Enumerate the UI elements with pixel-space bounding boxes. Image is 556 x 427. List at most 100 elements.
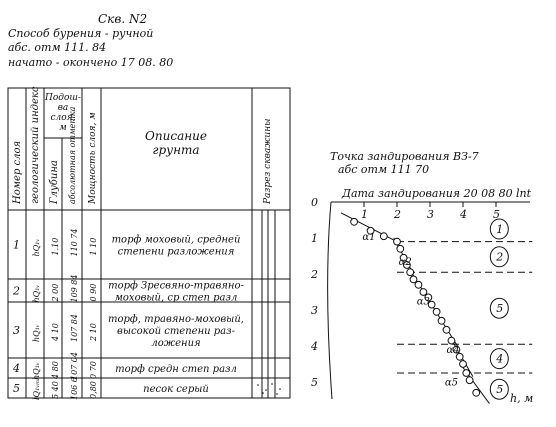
layer-marker: [489, 246, 509, 268]
drilling-method: Способ бурения - ручной: [8, 26, 154, 40]
alpha-label: α4: [447, 345, 460, 356]
drilling-dates: начато - окончено 17 08. 80: [8, 55, 174, 69]
cell-geo-index: hQ₁ᵥ: [32, 285, 41, 303]
sounding-point: [432, 307, 441, 316]
borehole-elevation: абс. отм 111. 84: [8, 41, 107, 54]
sounding-point: [419, 288, 428, 296]
sounding-elevation: абс отм 111 70: [338, 163, 430, 176]
sounding-point: [406, 268, 415, 277]
y-axis-line: [327, 201, 333, 400]
sounding-point: [399, 253, 408, 262]
col-geo-index: геологический индекс: [30, 86, 41, 204]
y-tick-label: 4: [310, 340, 318, 353]
cell-description: торф моховый, средней: [112, 235, 241, 246]
sounding-header: Точка зандирования ВЗ-7 абс отм 111 70: [330, 150, 479, 176]
alpha-label: α1: [362, 232, 375, 243]
alpha-label: α2: [399, 257, 412, 268]
layer-marker-label: 5: [496, 383, 503, 396]
cell-geo-index: hQ₁ᵥ: [32, 324, 41, 342]
cell-layer-no: 3: [13, 324, 20, 337]
layer-marker-label: 1: [496, 223, 503, 236]
layer-marker-label: 4: [495, 353, 503, 366]
col-thickness: Мощность слоя, м: [88, 112, 98, 205]
x-tick-label: 2: [393, 208, 401, 221]
sounding-point: [350, 217, 359, 226]
sounding-point: [379, 232, 388, 241]
layer-marker-label: 5: [496, 302, 503, 315]
cell-description: песок серый: [143, 384, 209, 395]
alpha-label: α5: [445, 378, 458, 389]
cell-thickness: 0 70: [89, 361, 98, 379]
borehole-title: Скв. N2: [98, 12, 148, 26]
sounding-point: [393, 237, 401, 246]
col-section: Разрез скважины: [263, 119, 273, 206]
sounding-point: [447, 336, 456, 345]
cell-abs-mark: 110 74: [70, 229, 79, 257]
layer-marker-label: 2: [495, 251, 503, 264]
alpha-label: α3: [417, 297, 430, 308]
borehole-header: Скв. N2 Способ бурения - ручной абс. отм…: [8, 12, 173, 70]
sounding-point: [442, 325, 451, 334]
y-tick-label: 0: [311, 196, 318, 209]
sounding-point: [409, 275, 418, 284]
cell-abs-mark: 106 6: [70, 377, 79, 400]
x-tick-label: 3: [427, 208, 434, 221]
y-tick-label: 3: [311, 304, 318, 317]
cell-layer-no: 1: [13, 239, 20, 252]
cell-depth: 5 40: [51, 381, 60, 399]
y-tick-label: 2: [310, 268, 318, 281]
cell-description: ложения: [151, 338, 200, 349]
sounding-point: [472, 388, 481, 397]
y-tick-label: 5: [311, 376, 318, 389]
cell-geo-index: hQ₁ᵥ: [32, 239, 41, 257]
sounding-point: [465, 376, 474, 385]
col-layer-no: Номер слоя: [12, 141, 23, 205]
cell-abs-mark: 107 84: [70, 314, 79, 342]
sounding-point: [403, 261, 411, 269]
sounding-point: [366, 226, 375, 235]
cell-abs-mark: 107 04: [70, 352, 79, 380]
cell-description: торф, травяно-моховый,: [108, 314, 244, 325]
cell-layer-no: 4: [12, 362, 20, 375]
cell-description: степени разложения: [118, 247, 235, 258]
cell-abs-mark: 109 84: [70, 275, 79, 303]
borehole-log-table: Номер слоя геологический индекс Подош-ва…: [7, 86, 291, 400]
x-tick-label: 5: [493, 208, 500, 221]
sounding-point: [424, 293, 433, 302]
sounding-point: [414, 280, 423, 289]
cell-thickness: 1 10: [89, 238, 98, 256]
cell-description: торф Зресвяно-травяно-: [108, 281, 244, 292]
cell-layer-no: 5: [13, 382, 20, 395]
layer-marker: [489, 297, 509, 319]
x-axis-label: lnt: [516, 187, 532, 200]
x-tick-label: 1: [361, 208, 368, 221]
layer-marker: [489, 378, 509, 400]
cell-depth: 4 80: [51, 361, 60, 380]
cell-description: моховый, ср степ разл: [115, 293, 238, 304]
x-tick-label: 4: [459, 208, 467, 221]
cell-layer-no: 2: [12, 285, 20, 298]
sounding-point: [459, 360, 467, 368]
y-tick-label: 1: [311, 232, 318, 245]
sounding-point: [455, 352, 464, 361]
sounding-point: [427, 300, 436, 309]
cell-thickness: 0 90: [89, 284, 98, 302]
layer-marker: [489, 218, 509, 240]
col-depth: Глубина: [49, 160, 60, 205]
sounding-point: [437, 316, 446, 325]
cell-description: торф средн степ разл: [115, 364, 237, 375]
sounding-point: [396, 244, 405, 253]
sounding-point: [452, 345, 461, 354]
cell-thickness: 2 10: [89, 323, 98, 342]
sounding-title: Точка зандирования ВЗ-7: [330, 150, 479, 163]
y-axis-label: h, м: [510, 392, 533, 405]
cell-thickness: 0,80: [89, 381, 98, 399]
cell-description: высокой степени раз-: [117, 326, 236, 337]
cell-geo-index: hQ₁ᵥ: [32, 362, 41, 380]
sounding-date: Дата зандирования 20 08 80: [341, 187, 513, 200]
cell-depth: 2 00: [51, 284, 60, 303]
sounding-point: [462, 369, 471, 377]
cell-depth: 4 10: [51, 323, 60, 342]
